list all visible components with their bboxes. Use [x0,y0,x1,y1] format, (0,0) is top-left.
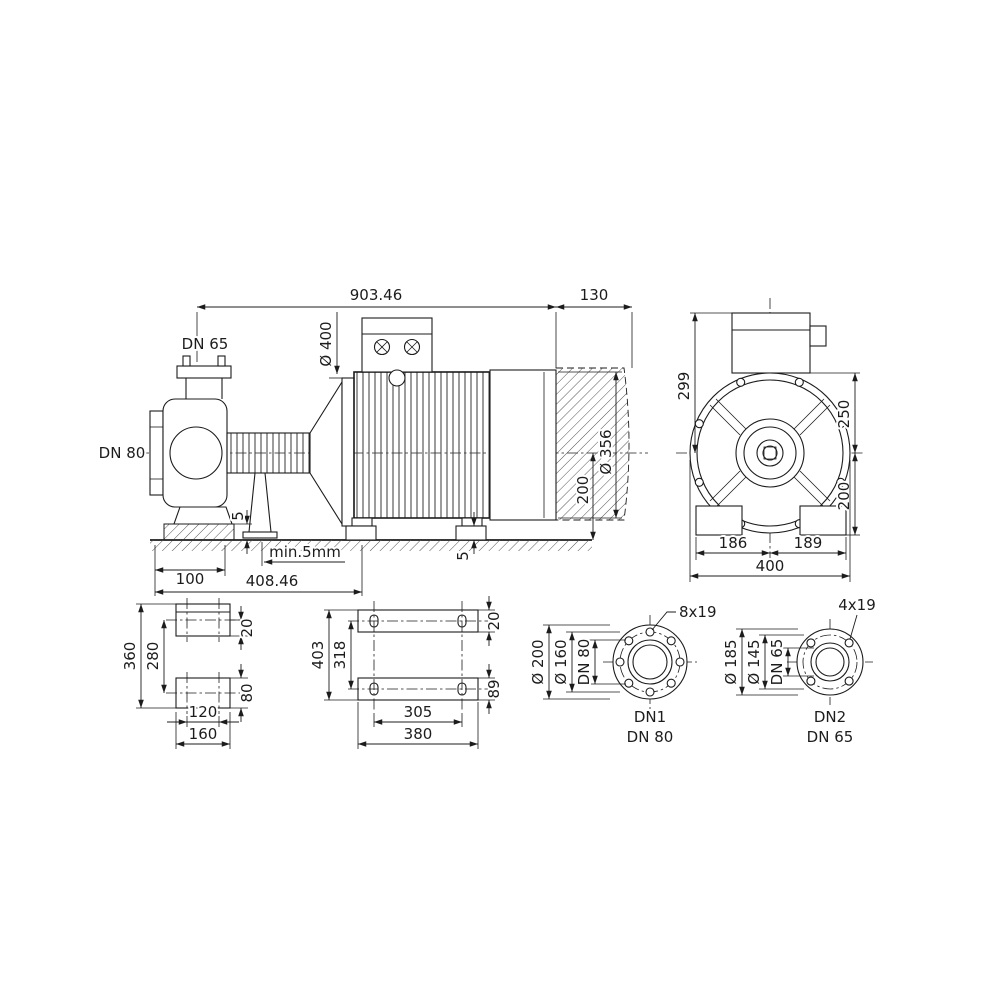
terminal-box [361,317,433,373]
dim-foot-pad-length: 160 [189,725,218,743]
dim-base-overall-width: 380 [404,725,433,743]
dim-pad-height: 5 [229,511,247,521]
motor-foot-front [695,505,743,536]
lantern [309,380,343,526]
dim-nominal-dn80: DN 80 [575,639,593,686]
motor-end-bell [489,369,557,521]
lifting-eye [388,369,406,387]
ground-hatch [150,540,592,551]
dim-foot-hole-pitch: 280 [144,642,162,671]
terminal-box-front [731,312,811,374]
flange-bolt-holes [806,638,854,686]
label-discharge-flange: DN 65 [182,335,229,353]
motor-foot [461,517,483,527]
cable-gland [809,325,827,347]
dim-flange-outer-dn65: Ø 185 [722,639,740,684]
bearing-frame [226,432,311,474]
caption-flange2-line2: DN 65 [807,728,854,746]
flange-bolt [217,355,226,367]
motor-flange [341,377,355,527]
flange-dn80-detail: 8x19 Ø 200 Ø 160 DN 80 DN1 DN 80 [527,601,719,748]
fan-cover-circle [735,418,805,488]
flange-bolt [182,355,191,367]
flange-bore [815,647,845,677]
caption-flange1-line2: DN 80 [627,728,674,746]
dim-height-box: 299 [675,372,693,401]
label-bolt-holes-dn80: 8x19 [679,603,717,621]
motor-foot [351,517,373,527]
dim-suction-offset: 100 [176,570,205,588]
dim-height-lower: 200 [835,482,853,511]
label-bolt-holes-dn65: 4x19 [838,596,876,614]
motor-foot-front [799,505,847,536]
dim-base-hole-pitch: 318 [331,641,349,670]
caption-flange1-line1: DN1 [634,708,666,726]
dim-overall-length: 903.46 [350,286,403,304]
shaft-hub [756,439,784,467]
suction-flange [149,410,164,496]
dim-foot-distance: 408.46 [246,572,299,590]
dim-height-upper: 250 [835,400,853,429]
dim-foot-right: 189 [794,534,823,552]
dim-base-pad-width: 89 [485,679,503,698]
pump-foot-pad-top [175,603,231,637]
terminal-box-screw [403,338,421,356]
foundation-pad [163,523,235,541]
motor-foot-pad [345,525,377,541]
dim-flange-diameter: Ø 400 [317,321,335,366]
dim-flange-outer-dn80: Ø 200 [529,639,547,684]
note-min-gap: min.5mm [269,543,341,561]
dim-foot-pad-offset: 20 [238,618,256,637]
label-suction-flange: DN 80 [99,444,146,462]
flange-circle [696,379,844,527]
motor-body [353,371,491,519]
motor-foot-detail: 403 318 20 89 305 380 [307,596,505,749]
dim-motor-clearance: 130 [580,286,609,304]
dim-nominal-dn65: DN 65 [768,639,786,686]
flange-bolt-holes [615,627,685,697]
motor-foot-pad [455,525,487,541]
flange-bore [632,644,668,680]
discharge-flange [176,365,232,379]
dim-bolt-circle-dn80: Ø 160 [552,639,570,684]
dim-motor-pad-height: 5 [454,551,472,561]
dim-bolt-circle-dn65: Ø 145 [745,639,763,684]
volute-circle [169,426,223,480]
pump-foot-detail: 360 280 20 80 120 160 [119,598,258,749]
side-view: 903.46 130 DN 65 Ø 400 DN 80 Ø 356 200 5… [97,284,648,596]
motor-removal-space [555,367,630,521]
dim-overall-width: 400 [756,557,785,575]
dim-foot-left: 186 [719,534,748,552]
pump-volute [162,398,228,508]
end-view: 299 250 200 186 189 400 [673,298,864,582]
dim-base-pad-offset: 20 [485,611,503,630]
terminal-box-screw [373,338,391,356]
pump-foot [173,506,233,525]
flange-dn65-detail: 4x19 Ø 185 Ø 145 DN 65 DN2 DN 65 [720,594,878,748]
shaft-key [763,446,777,460]
dim-foot-hole-spacing: 120 [189,703,218,721]
cooling-ribs [709,398,831,508]
dim-shaft-height: 200 [574,476,592,505]
caption-flange2-line1: DN2 [814,708,846,726]
dim-motor-diameter: Ø 356 [597,429,615,474]
dim-foot-overall-height: 360 [121,642,139,671]
support-foot [242,531,278,539]
dim-foot-pad-width: 80 [238,683,256,702]
flange-outer-circle [796,628,864,696]
dim-base-overall-length: 403 [309,641,327,670]
bolt-circle [802,634,858,690]
dim-base-hole-spacing: 305 [404,703,433,721]
